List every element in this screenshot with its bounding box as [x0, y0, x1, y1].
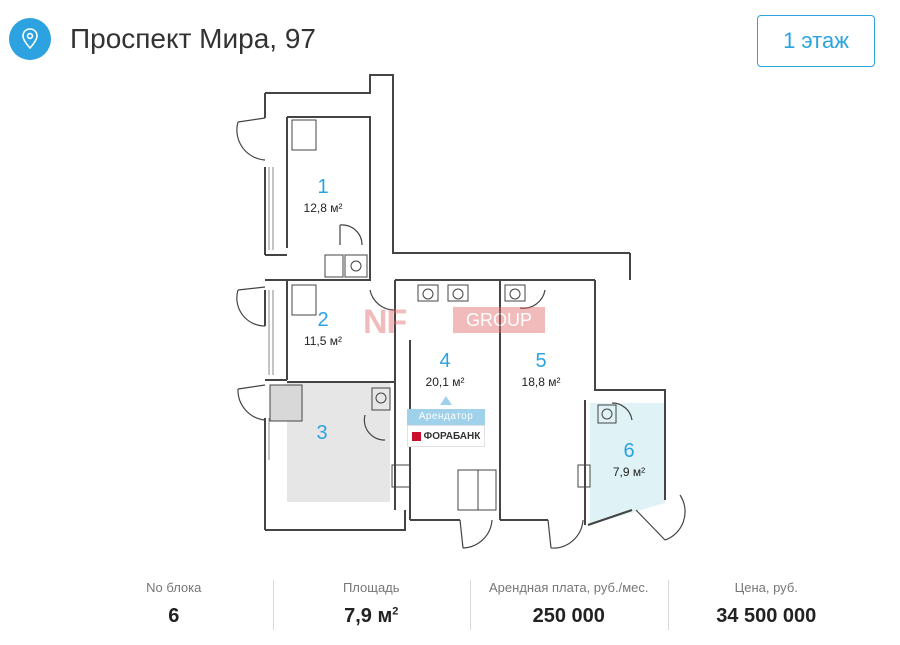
block-6-number: 6: [623, 440, 635, 462]
stat-area-sup: 2: [392, 605, 399, 618]
block-2-area: 11,5 м²: [303, 334, 343, 348]
block-5-number: 5: [535, 350, 547, 372]
block-3-fill: [287, 382, 390, 502]
block-4-number: 4: [439, 350, 451, 372]
stats-bar: No блока 6 Площадь 7,9 м2 Арендная плата…: [75, 578, 865, 633]
block-2-label[interactable]: 2 11,5 м²: [290, 309, 356, 348]
location-pin-icon: [9, 18, 51, 60]
tenant-arrow-icon: [440, 396, 452, 405]
wall-outer: [265, 74, 630, 254]
block-2-number: 2: [317, 309, 329, 331]
page-title: Проспект Мира, 97: [70, 23, 316, 54]
tenant-label: Арендатор: [407, 409, 485, 425]
watermark-group: GROUP: [453, 307, 545, 333]
block-4-area: 20,1 м²: [425, 375, 465, 389]
stat-price: Цена, руб. 34 500 000: [667, 578, 866, 633]
tenant-name: ФОРАБАНК: [423, 430, 481, 442]
stat-value: 6: [168, 605, 180, 627]
tenant-card[interactable]: Арендатор ФОРАБАНК: [407, 396, 485, 447]
stat-label: Площадь: [342, 580, 400, 595]
stat-rent: Арендная плата, руб./мес. 250 000: [470, 578, 668, 633]
stat-value: 250 000: [532, 605, 605, 627]
watermark: NF GROUP: [345, 303, 550, 341]
block-5-label[interactable]: 5 18,8 м²: [508, 350, 574, 389]
block-1-number: 1: [317, 176, 329, 198]
forabank-logo-icon: [411, 431, 421, 441]
floor-plan: [236, 74, 686, 549]
stat-label: Цена, руб.: [734, 580, 798, 595]
block-1-label[interactable]: 1 12,8 м²: [290, 176, 356, 215]
block-6-fill: [590, 403, 665, 525]
stat-label: No блока: [146, 580, 202, 595]
block-6-area: 7,9 м²: [612, 465, 646, 479]
block-5-area: 18,8 м²: [521, 375, 561, 389]
stat-area: Площадь 7,9 м2: [272, 578, 471, 633]
stat-value: 7,9 м2: [273, 605, 471, 628]
floor-selector-button[interactable]: 1 этаж: [757, 15, 875, 67]
stat-label: Арендная плата, руб./мес.: [489, 580, 649, 595]
block-1-area: 12,8 м²: [303, 201, 343, 215]
block-4-label[interactable]: 4 20,1 м²: [412, 350, 478, 389]
header: Проспект Мира, 97 1 этаж: [0, 0, 900, 80]
stat-value: 34 500 000: [716, 605, 817, 627]
block-6-label[interactable]: 6 7,9 м²: [596, 440, 662, 479]
tenant-name-row: ФОРАБАНК: [407, 425, 485, 447]
stat-block-number: No блока 6: [75, 578, 273, 633]
watermark-nf: NF: [363, 303, 407, 341]
block-3-number: 3: [316, 422, 328, 444]
block-3-label[interactable]: 3: [300, 422, 344, 445]
stat-area-value: 7,9 м: [344, 605, 393, 627]
